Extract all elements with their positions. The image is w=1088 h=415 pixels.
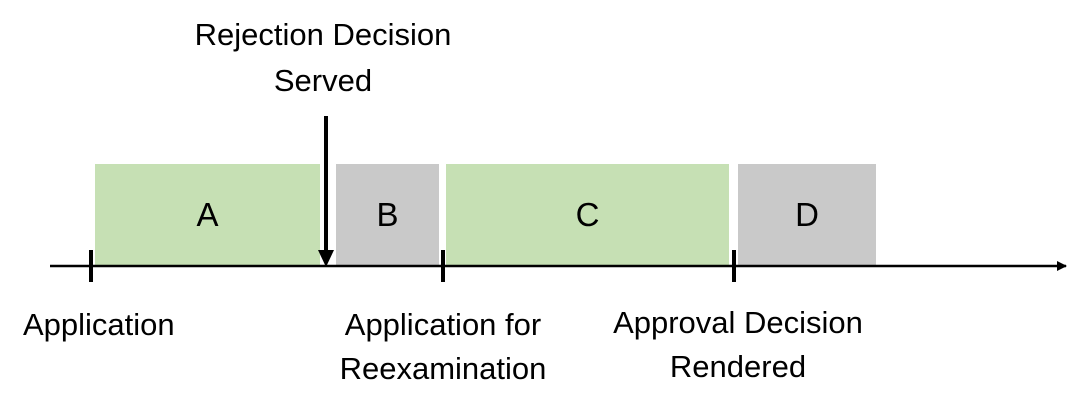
rejection-line2: Served — [273, 63, 373, 98]
rejection-arrow-head — [318, 250, 334, 267]
event-label-reexamination: Application for Reexamination — [318, 303, 568, 391]
period-block-a: A — [95, 164, 320, 265]
event-label-rejection: Rejection Decision Served — [173, 13, 473, 103]
period-label-c: C — [575, 195, 600, 233]
approval-line1: Approval Decision — [613, 305, 863, 340]
period-block-b: B — [336, 164, 439, 265]
period-block-d: D — [738, 164, 876, 265]
event-label-application: Application — [23, 303, 175, 347]
reexamination-line1: Application for — [344, 307, 542, 342]
approval-line2: Rendered — [669, 349, 807, 384]
application-line1: Application — [23, 307, 175, 342]
event-label-approval: Approval Decision Rendered — [588, 301, 888, 389]
reexamination-line2: Reexamination — [339, 351, 547, 386]
period-label-b: B — [376, 195, 399, 233]
period-label-d: D — [795, 195, 819, 233]
period-block-c: C — [446, 164, 729, 265]
rejection-line1: Rejection Decision — [194, 17, 452, 52]
period-label-a: A — [196, 195, 219, 233]
